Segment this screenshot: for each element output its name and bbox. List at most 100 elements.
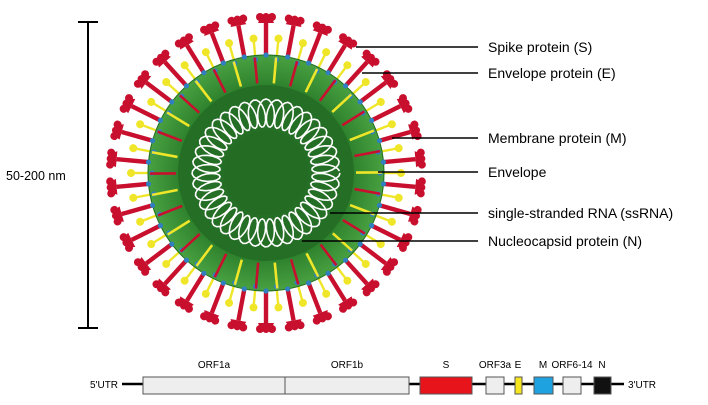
envelope-label: Envelope bbox=[488, 164, 547, 180]
gene-s: S bbox=[419, 360, 473, 395]
envelope-protein-stem bbox=[166, 219, 191, 236]
envelope-protein-stem bbox=[151, 188, 178, 197]
envelope-protein-stem bbox=[304, 68, 319, 93]
spike-stem bbox=[157, 204, 183, 217]
envelope-protein-stem bbox=[273, 262, 279, 289]
membrane-protein bbox=[263, 52, 269, 58]
spike-stem bbox=[354, 149, 381, 158]
gene-box-orf6-14 bbox=[562, 376, 582, 395]
gene-label-orf1a: ORF1a bbox=[198, 360, 231, 371]
virion bbox=[106, 13, 426, 333]
label-lines bbox=[302, 46, 478, 242]
gene-n: N bbox=[593, 360, 612, 395]
membrane-protein bbox=[285, 286, 291, 292]
genome-map: 5'UTR 3'UTR ORF1a ORF1b S ORF3a E M ORF bbox=[90, 360, 656, 395]
envelope-protein-stem bbox=[151, 150, 178, 159]
membrane-protein bbox=[201, 70, 207, 76]
envelope-protein-stem bbox=[194, 80, 213, 103]
membrane-proteins bbox=[145, 52, 387, 294]
gene-label-orf3a: ORF3a bbox=[479, 360, 512, 371]
membrane-label: Membrane protein (M) bbox=[488, 130, 627, 146]
membrane-protein bbox=[325, 270, 331, 276]
spike-stem bbox=[212, 68, 227, 94]
rna-label: single-stranded RNA (ssRNA) bbox=[488, 205, 673, 221]
membrane-protein bbox=[157, 223, 163, 229]
gene-box-m bbox=[533, 376, 554, 395]
gene-orf3a: ORF3a bbox=[479, 360, 512, 395]
utr3-label: 3'UTR bbox=[628, 380, 656, 391]
membrane-protein bbox=[220, 280, 226, 286]
membrane-protein bbox=[376, 138, 383, 144]
membrane-protein bbox=[325, 70, 331, 76]
spike-stem bbox=[289, 259, 300, 285]
gene-box-s bbox=[419, 376, 473, 395]
membrane-protein bbox=[306, 280, 312, 286]
spike-stem bbox=[213, 253, 228, 278]
nucleocapsid-label: Nucleocapsid protein (N) bbox=[488, 233, 642, 249]
membrane-protein bbox=[357, 241, 363, 247]
membrane-protein bbox=[369, 117, 375, 123]
spike-stem bbox=[254, 262, 260, 289]
spike-protein bbox=[256, 283, 276, 333]
spike-stem bbox=[149, 172, 177, 175]
membrane-protein bbox=[157, 117, 163, 123]
virion-labels: Spike protein (S) Envelope protein (E) M… bbox=[488, 39, 673, 249]
membrane-protein bbox=[306, 60, 312, 66]
scale-bar: 50-200 nm bbox=[6, 21, 98, 329]
gene-label-s: S bbox=[443, 360, 450, 371]
membrane-protein bbox=[376, 202, 383, 208]
spike-protein bbox=[106, 177, 157, 198]
gene-box-n bbox=[593, 376, 612, 395]
envelope-protein-stem bbox=[355, 171, 383, 174]
gene-box-orf1b bbox=[284, 376, 410, 395]
spike-stem bbox=[288, 60, 299, 87]
envelope-protein-label: Envelope protein (E) bbox=[488, 65, 616, 81]
gene-orf1a: ORF1a bbox=[142, 360, 286, 395]
gene-label-e: E bbox=[515, 360, 522, 371]
membrane-protein bbox=[169, 241, 175, 247]
spike-protein bbox=[256, 13, 276, 63]
membrane-protein bbox=[183, 83, 190, 89]
spike-protein bbox=[227, 14, 248, 66]
rna-strand bbox=[191, 98, 341, 248]
gene-label-orf6-14: ORF6-14 bbox=[551, 360, 593, 371]
gene-m: M bbox=[533, 360, 554, 395]
spike-label: Spike protein (S) bbox=[488, 39, 592, 55]
membrane-protein bbox=[357, 99, 363, 105]
membrane-protein bbox=[169, 99, 175, 105]
utr5-label: 5'UTR bbox=[90, 380, 118, 391]
envelope-protein-stem bbox=[305, 252, 320, 278]
membrane-protein bbox=[145, 181, 152, 187]
membrane-protein bbox=[342, 257, 349, 263]
membrane-protein bbox=[145, 159, 152, 165]
spike-stem bbox=[179, 94, 201, 114]
membrane-protein bbox=[201, 270, 207, 276]
gene-box-e bbox=[514, 376, 523, 395]
gene-orf1b: ORF1b bbox=[284, 360, 410, 395]
membrane-protein bbox=[241, 54, 247, 60]
rna-helix bbox=[191, 98, 341, 248]
envelope-protein-stem bbox=[233, 259, 244, 286]
spike-stem bbox=[354, 187, 381, 196]
envelope-protein-stem bbox=[331, 232, 353, 252]
spike-stem bbox=[319, 243, 338, 266]
gene-box-orf3a bbox=[485, 376, 505, 395]
spike-stem bbox=[318, 79, 337, 102]
spike-stem bbox=[157, 130, 183, 143]
envelope-protein-stem bbox=[331, 93, 353, 113]
spike-stem bbox=[342, 218, 366, 235]
membrane-protein bbox=[263, 288, 269, 294]
spike-stem bbox=[179, 233, 201, 253]
membrane-protein bbox=[285, 54, 291, 60]
envelope-protein-stem bbox=[166, 111, 190, 128]
membrane-protein bbox=[342, 83, 349, 89]
membrane-protein bbox=[220, 60, 226, 66]
gene-orf6-14: ORF6-14 bbox=[551, 360, 593, 395]
gene-box-orf1a bbox=[142, 376, 286, 395]
gene-label-orf1b: ORF1b bbox=[331, 360, 364, 371]
envelope-protein-stem bbox=[272, 57, 278, 84]
membrane-protein bbox=[149, 202, 156, 208]
nucleocapsid-core bbox=[224, 131, 308, 215]
membrane-protein bbox=[369, 223, 375, 229]
